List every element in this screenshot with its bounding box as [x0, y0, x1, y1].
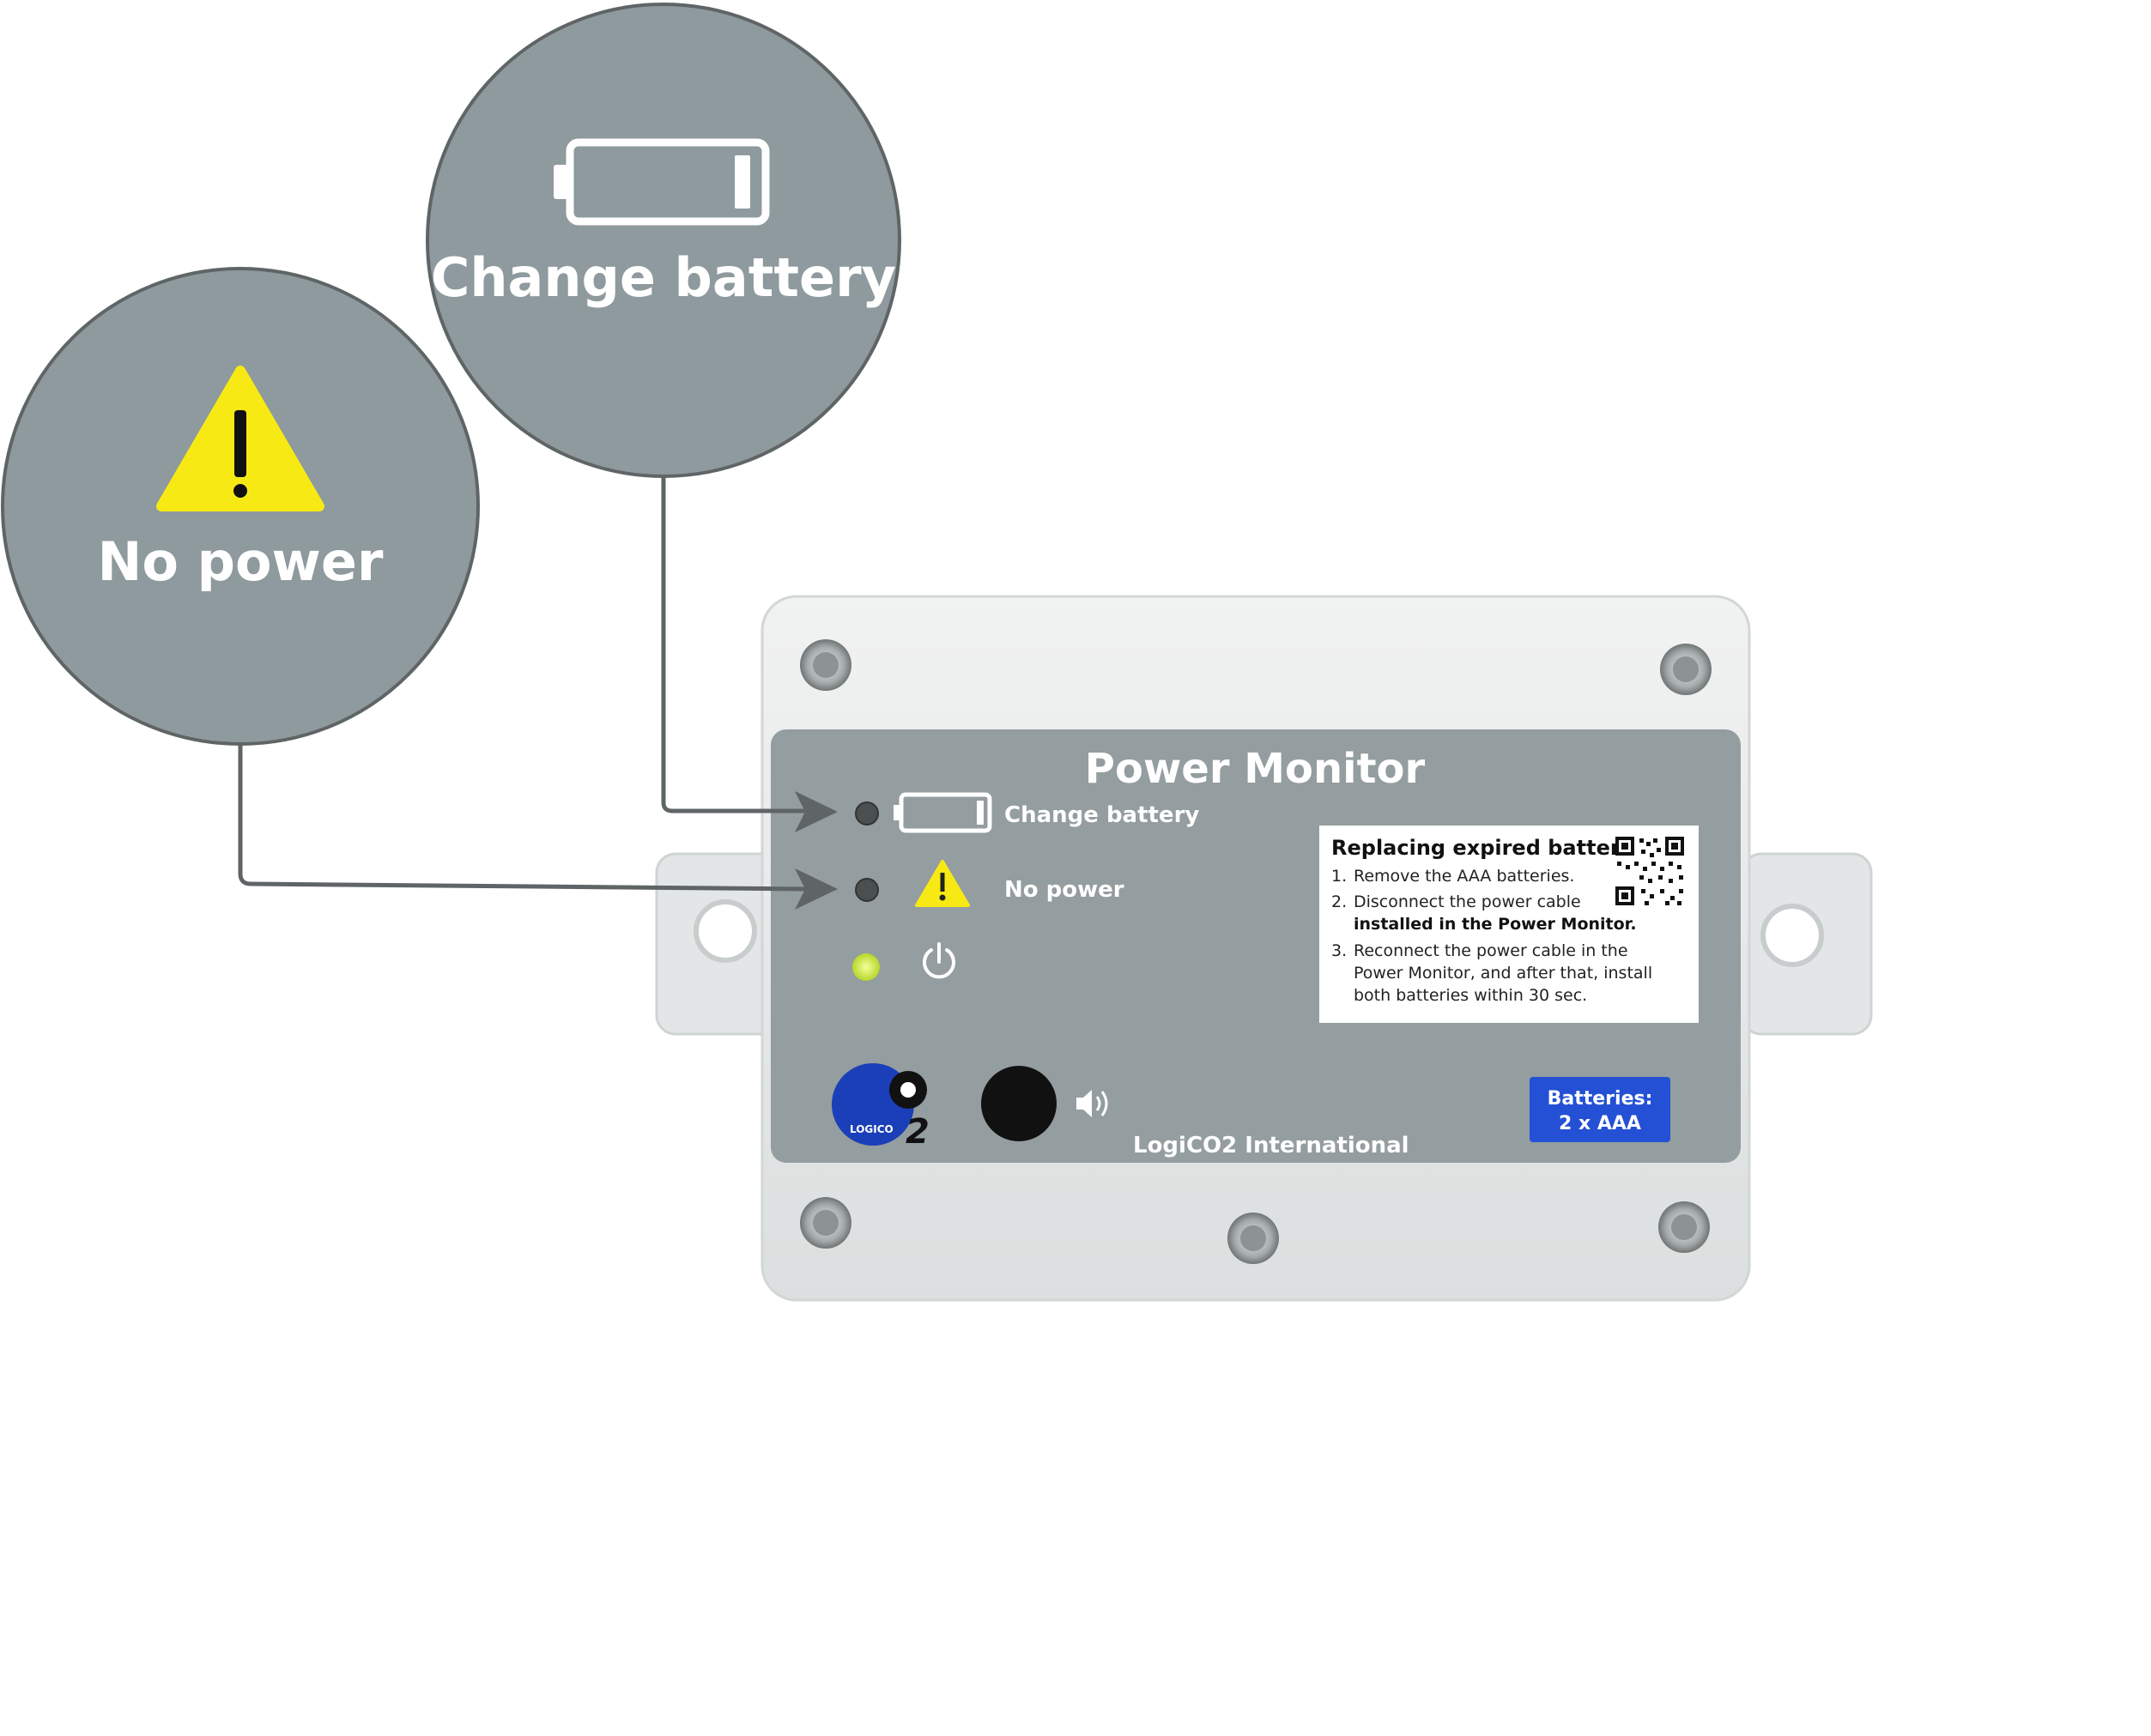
arrow-change-battery: [795, 791, 838, 832]
battery-empty-icon: [894, 792, 992, 833]
step-3-line-2: Power Monitor, and after that, install: [1354, 964, 1652, 983]
step-2-line-2: installed in the Power Monitor.: [1354, 915, 1637, 934]
arrow-no-power: [795, 868, 838, 910]
battery-badge-line-2: 2 x AAA: [1559, 1113, 1641, 1134]
instructions-card: Replacing expired batteries 1. Remove th…: [1319, 826, 1699, 1023]
battery-badge-bg: [1530, 1077, 1670, 1142]
device-title: Power Monitor: [1085, 745, 1426, 793]
step-2-line-1: Disconnect the power cable: [1354, 892, 1581, 911]
battery-badge-line-1: Batteries:: [1548, 1088, 1653, 1110]
callout-change-battery-title: Change battery: [431, 246, 896, 309]
step-3-line-1: Reconnect the power cable in the: [1354, 941, 1628, 960]
company-name: LogiCO2 International: [1133, 1133, 1409, 1158]
qr-code: [1615, 837, 1684, 905]
indicator-label-no-power: No power: [1004, 877, 1124, 903]
instructions-title: Replacing expired batteries: [1331, 836, 1653, 860]
screw-top-right: [1660, 644, 1712, 695]
logico2-logo: LOGICO 2: [832, 1063, 930, 1152]
step-2-number: 2.: [1331, 892, 1347, 911]
led-change-battery: [855, 801, 879, 826]
step-1-number: 1.: [1331, 867, 1347, 886]
callout-no-power: No power: [1, 267, 480, 746]
right-mount-hole: [1760, 904, 1824, 967]
indicator-power: [852, 942, 955, 981]
led-no-power: [855, 878, 879, 902]
buzzer-button[interactable]: [981, 1066, 1057, 1141]
connector-change-battery: [661, 476, 807, 814]
step-3-number: 3.: [1331, 941, 1347, 960]
warning-icon: [915, 860, 970, 907]
screw-bottom-center: [1227, 1213, 1279, 1264]
indicator-label-change-battery: Change battery: [1004, 802, 1199, 828]
connector-no-power: [238, 743, 808, 892]
step-1-line-1: Remove the AAA batteries.: [1354, 867, 1574, 886]
speaker-icon: [1076, 1090, 1108, 1117]
callout-change-battery-circle: [426, 3, 901, 478]
logo-text: LOGICO: [850, 1123, 894, 1135]
logo-subscript: 2: [906, 1112, 930, 1152]
step-3-line-3: both batteries within 30 sec.: [1354, 986, 1587, 1005]
battery-badge: Batteries: 2 x AAA: [1530, 1077, 1670, 1142]
logo-o-hole: [900, 1082, 916, 1098]
screw-bottom-right: [1658, 1201, 1710, 1253]
battery-empty-icon: [554, 138, 770, 226]
led-power: [852, 953, 880, 981]
warning-icon: [156, 366, 324, 511]
callout-change-battery: Change battery: [426, 3, 901, 478]
screw-bottom-left: [800, 1197, 851, 1249]
indicator-change-battery: Change battery: [855, 792, 1199, 833]
left-mount-hole: [694, 899, 757, 963]
power-icon: [923, 942, 955, 979]
callout-no-power-title: No power: [98, 530, 384, 593]
screw-top-left: [800, 639, 851, 691]
indicator-no-power: No power: [855, 860, 1124, 907]
